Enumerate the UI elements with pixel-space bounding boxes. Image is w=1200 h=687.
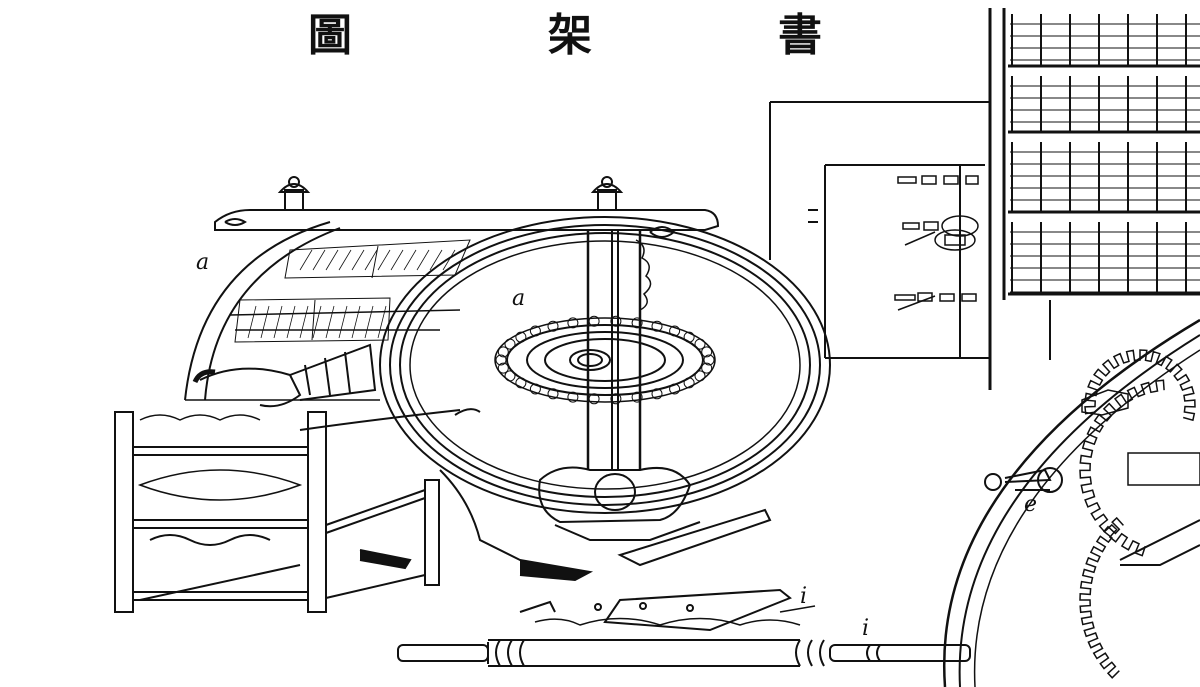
rosette-scallop (652, 389, 662, 399)
books (235, 240, 470, 342)
rosette-scallop (702, 363, 712, 373)
label-gears: e (1024, 492, 1038, 517)
rosette-scallop (548, 389, 558, 399)
stand-plate (520, 590, 815, 630)
rosette-scallop (496, 355, 506, 365)
title-char-shu: 書 (778, 10, 822, 61)
rosette-scallop (695, 371, 705, 381)
page-hatch (417, 250, 429, 270)
gear-assembly (944, 320, 1200, 687)
page-hatch (274, 306, 282, 338)
page-hatch (430, 250, 442, 270)
page-hatch (300, 306, 308, 338)
label-wheel-left: a (196, 250, 210, 275)
rosette-scallop (702, 347, 712, 357)
page-hatch (378, 306, 386, 338)
page-hatch (261, 306, 269, 338)
page-hatch (339, 306, 347, 338)
rosette-scallop (652, 321, 662, 331)
rosette-scallop (695, 339, 705, 349)
page-hatch (443, 250, 455, 270)
rosette-scallop (670, 326, 680, 336)
page-hatch (404, 250, 416, 270)
rosette-scallop (505, 339, 515, 349)
panel-pegs (895, 176, 978, 310)
label-stand-plate: i (800, 584, 808, 609)
rosette-scallop (632, 392, 642, 402)
page-hatch (339, 250, 351, 270)
wheel-base (539, 468, 770, 565)
rosette-scallop (530, 384, 540, 394)
cloud-ornament (636, 240, 651, 310)
page-hatch (300, 250, 312, 270)
page-hatch (352, 250, 364, 270)
page-hatch (391, 250, 403, 270)
page-hatch (313, 250, 325, 270)
page-hatch (365, 306, 373, 338)
rosette-scallop (516, 332, 526, 342)
rosette-scallop (684, 332, 694, 342)
gear-teeth (1080, 518, 1123, 678)
rosette-scallop (589, 316, 599, 326)
page-hatch (352, 306, 360, 338)
page-hatch (326, 306, 334, 338)
rosette-scallop (505, 371, 515, 381)
chair (115, 412, 439, 612)
rosette-scallop (530, 326, 540, 336)
page-hatch (287, 306, 295, 338)
rosette-scallop (670, 384, 680, 394)
title-char-jia: 架 (548, 10, 592, 61)
top-beam (215, 177, 718, 237)
rosette-scallop (498, 347, 508, 357)
rosette-scallop (498, 363, 508, 373)
bookcase (990, 8, 1200, 390)
rosette-scallop (684, 378, 694, 388)
page-hatch (365, 250, 377, 270)
rosette-scallop (568, 318, 578, 328)
rosette-scallop (568, 392, 578, 402)
rosette-scallop (704, 355, 714, 365)
roller (398, 640, 970, 666)
rosette-scallop (516, 378, 526, 388)
back-panels (770, 102, 990, 358)
reading-caption: 書架圖 (4, 670, 37, 683)
page-hatch (326, 250, 338, 270)
title-char-tu: 圖 (308, 10, 352, 61)
seated-scholar (195, 345, 590, 580)
gear-teeth (1080, 380, 1164, 555)
rosette-scallop (611, 394, 621, 404)
label-wheel-inner: a (512, 286, 526, 311)
rosette-scallop (548, 321, 558, 331)
page-hatch (378, 250, 390, 270)
page-hatch (313, 306, 321, 338)
page-hatch (248, 306, 256, 338)
gear-teeth (1085, 350, 1195, 420)
rosette-scallop (589, 394, 599, 404)
label-roller: i (862, 616, 870, 641)
hub-rosette (495, 316, 715, 404)
rosette-scallop (611, 316, 621, 326)
rosette-scallop (632, 318, 642, 328)
